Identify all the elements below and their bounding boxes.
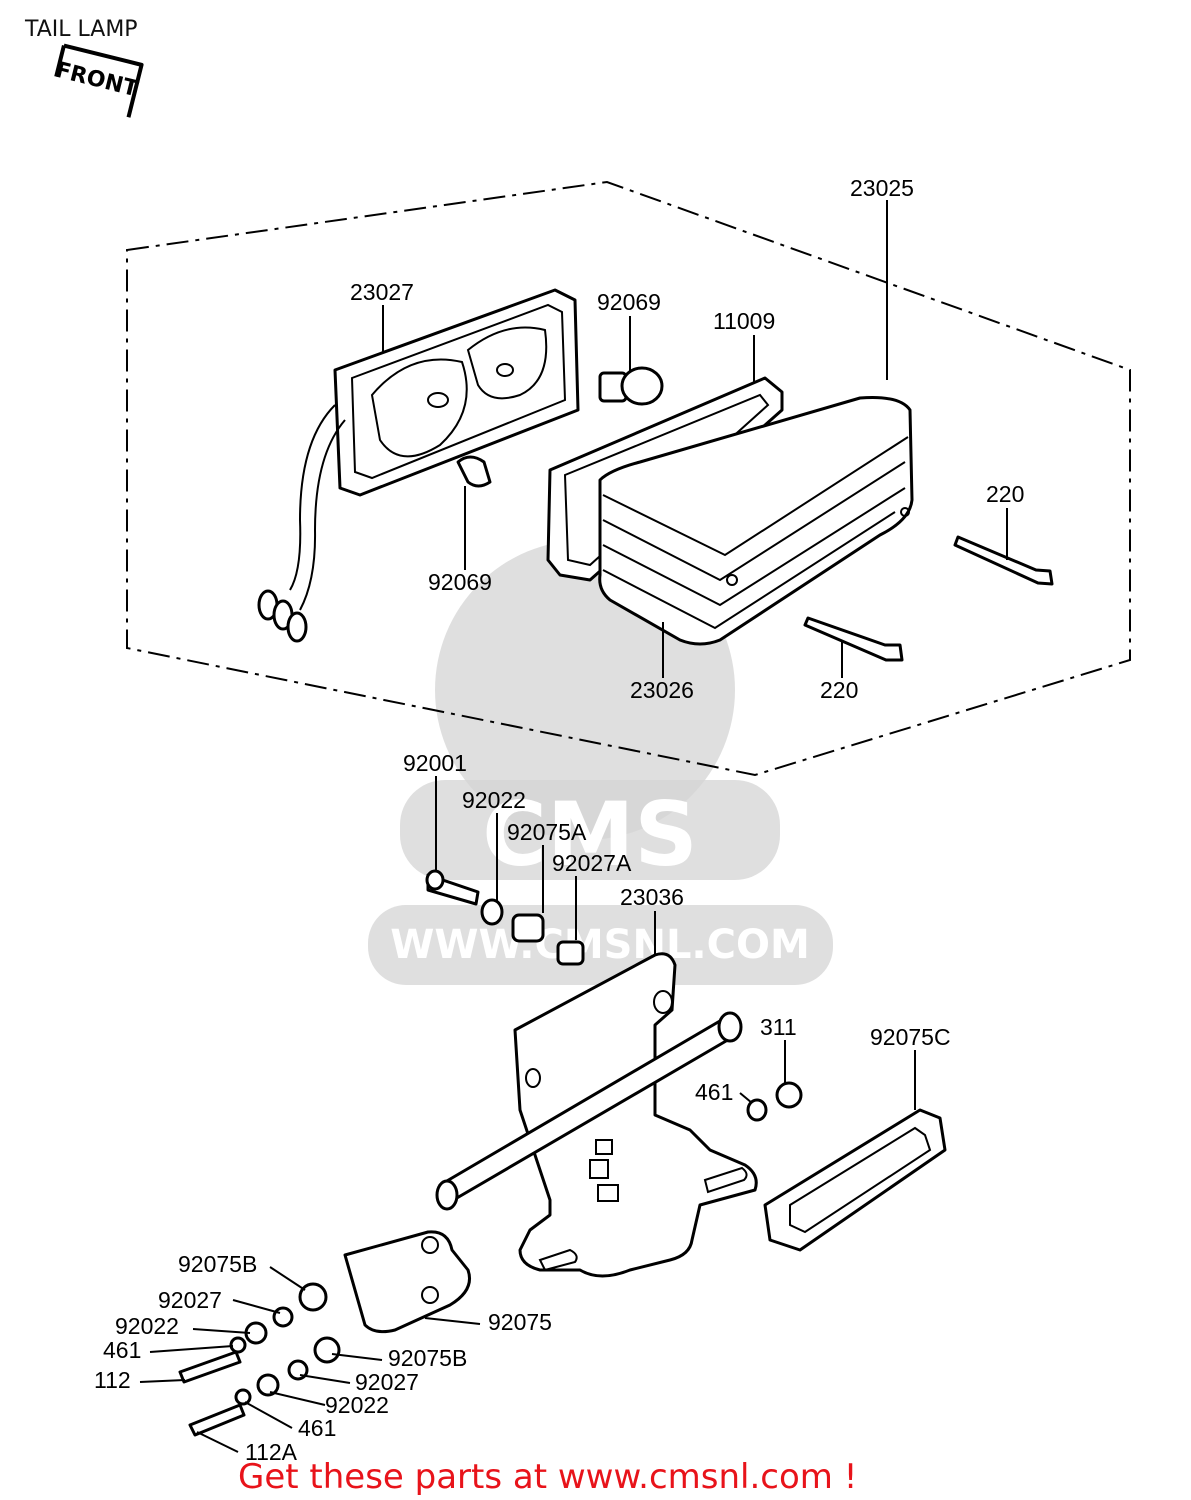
- label-11009: 11009: [713, 308, 775, 334]
- label-92022-right: 92022: [325, 1392, 389, 1418]
- label-461-left: 461: [103, 1337, 141, 1363]
- label-92075B-left: 92075B: [178, 1251, 257, 1277]
- label-220-b: 220: [820, 677, 858, 703]
- bracket-23036: [513, 952, 758, 1278]
- footer-parts-link[interactable]: Get these parts at www.cmsnl.com !: [238, 1457, 857, 1497]
- label-23025: 23025: [850, 175, 914, 201]
- front-direction-marker: FRONT: [53, 43, 144, 118]
- washer-461: [746, 1098, 768, 1122]
- label-461-right: 461: [695, 1079, 733, 1105]
- lens-23026: [598, 396, 914, 646]
- lamp-housing-23027: [257, 288, 580, 643]
- label-92027-right: 92027: [355, 1369, 419, 1395]
- label-23036: 23036: [620, 884, 684, 910]
- gasket-92075C: [763, 1108, 947, 1252]
- label-92069-bottom: 92069: [428, 569, 492, 595]
- label-92075: 92075: [488, 1309, 552, 1335]
- screw-220: [803, 535, 1054, 662]
- label-112A: 112A: [245, 1439, 298, 1465]
- label-220-a: 220: [986, 481, 1024, 507]
- bulb-92069: [456, 366, 664, 488]
- clamp-92075: [343, 1230, 471, 1334]
- label-311: 311: [760, 1014, 797, 1040]
- label-112: 112: [94, 1367, 131, 1393]
- leader-lines: [139, 200, 1008, 1453]
- watermark-url: WWW.CMSNL.COM: [390, 922, 810, 968]
- label-92069-top: 92069: [597, 289, 661, 315]
- label-92022-left: 92022: [115, 1313, 179, 1339]
- label-461-bottom: 461: [298, 1415, 336, 1441]
- label-92075C: 92075C: [870, 1024, 951, 1050]
- label-92027A: 92027A: [552, 850, 632, 876]
- axle-shaft: [435, 1011, 743, 1211]
- part-labels: 23025 23027 92069 11009 220 92069 23026 …: [94, 175, 1024, 1465]
- watermark-url-band: [368, 905, 833, 985]
- small-hardware: [178, 869, 585, 1437]
- assembly-outline: [126, 180, 1131, 777]
- front-label: FRONT: [53, 58, 141, 103]
- label-92001: 92001: [403, 750, 467, 776]
- label-23026: 23026: [630, 677, 694, 703]
- watermark-brand: CMS: [482, 783, 698, 886]
- label-23027: 23027: [350, 279, 414, 305]
- watermark-logo-band: [400, 780, 780, 880]
- label-92027-left: 92027: [158, 1287, 222, 1313]
- label-92075A: 92075A: [507, 819, 587, 845]
- diagram-title: TAIL LAMP: [24, 17, 138, 42]
- label-92022-top: 92022: [462, 787, 526, 813]
- nut-311: [775, 1081, 803, 1109]
- label-92075B-right: 92075B: [388, 1345, 467, 1371]
